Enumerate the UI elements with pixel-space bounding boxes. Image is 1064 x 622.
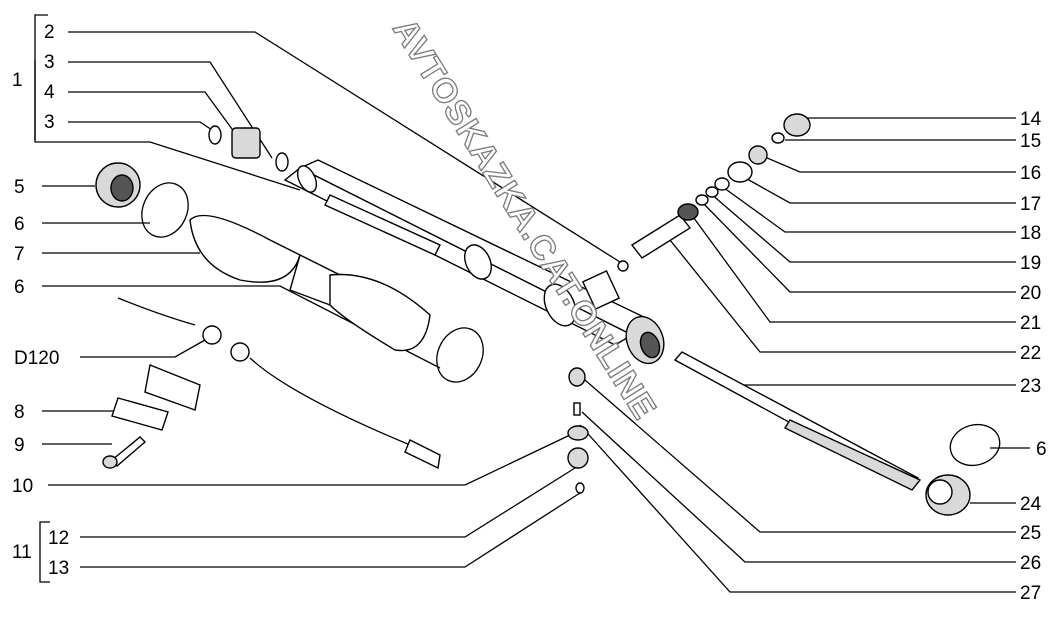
callout-3a: 3 bbox=[44, 52, 55, 73]
plates bbox=[111, 364, 201, 431]
callout-19: 19 bbox=[1020, 253, 1041, 274]
clamp-left bbox=[141, 182, 189, 238]
adjuster-parts bbox=[567, 367, 589, 494]
mount-5 bbox=[95, 162, 141, 208]
boot-left bbox=[189, 214, 431, 352]
callout-6c: 6 bbox=[1036, 439, 1047, 460]
callout-26: 26 bbox=[1020, 553, 1041, 574]
bushing-set bbox=[208, 125, 289, 172]
leader-lines bbox=[34, 14, 1030, 593]
parts bbox=[95, 113, 1001, 516]
callout-3b: 3 bbox=[44, 112, 55, 133]
callout-23: 23 bbox=[1020, 376, 1041, 397]
callout-6b: 6 bbox=[14, 277, 25, 298]
callout-25: 25 bbox=[1020, 523, 1041, 544]
callout-22: 22 bbox=[1020, 343, 1041, 364]
callout-4: 4 bbox=[44, 82, 55, 103]
clamp-middle bbox=[436, 327, 484, 383]
callout-11: 11 bbox=[12, 542, 32, 563]
callout-16: 16 bbox=[1020, 163, 1041, 184]
callout-27: 27 bbox=[1020, 583, 1041, 604]
callout-24: 24 bbox=[1020, 494, 1042, 515]
rack-housing bbox=[283, 159, 665, 365]
callout-D120: D120 bbox=[14, 348, 59, 369]
pinion-bearing-stack bbox=[695, 113, 811, 206]
tie-rod-left bbox=[117, 297, 441, 470]
callout-17: 17 bbox=[1020, 194, 1041, 215]
callout-13: 13 bbox=[48, 558, 69, 579]
callout-12: 12 bbox=[48, 528, 69, 549]
clamp-right bbox=[949, 423, 1001, 467]
callout-15: 15 bbox=[1020, 131, 1041, 152]
bolt bbox=[102, 436, 147, 469]
callout-5: 5 bbox=[14, 177, 25, 198]
callout-6a: 6 bbox=[14, 214, 25, 235]
callout-14: 14 bbox=[1020, 109, 1042, 130]
callout-20: 20 bbox=[1020, 283, 1041, 304]
cap-24 bbox=[925, 474, 971, 516]
callout-8: 8 bbox=[14, 402, 25, 423]
callout-7: 7 bbox=[14, 244, 25, 265]
callout-9: 9 bbox=[14, 435, 25, 456]
pinion-shaft bbox=[617, 203, 699, 272]
callout-18: 18 bbox=[1020, 223, 1041, 244]
callout-1: 1 bbox=[12, 70, 23, 91]
callout-2: 2 bbox=[44, 22, 55, 43]
callout-10: 10 bbox=[12, 476, 33, 497]
callout-21: 21 bbox=[1020, 313, 1041, 334]
callout-labels: 1 2 3 4 3 5 6 7 6 D120 8 9 10 11 12 13 1… bbox=[12, 22, 1047, 604]
rack-bar bbox=[673, 351, 922, 491]
